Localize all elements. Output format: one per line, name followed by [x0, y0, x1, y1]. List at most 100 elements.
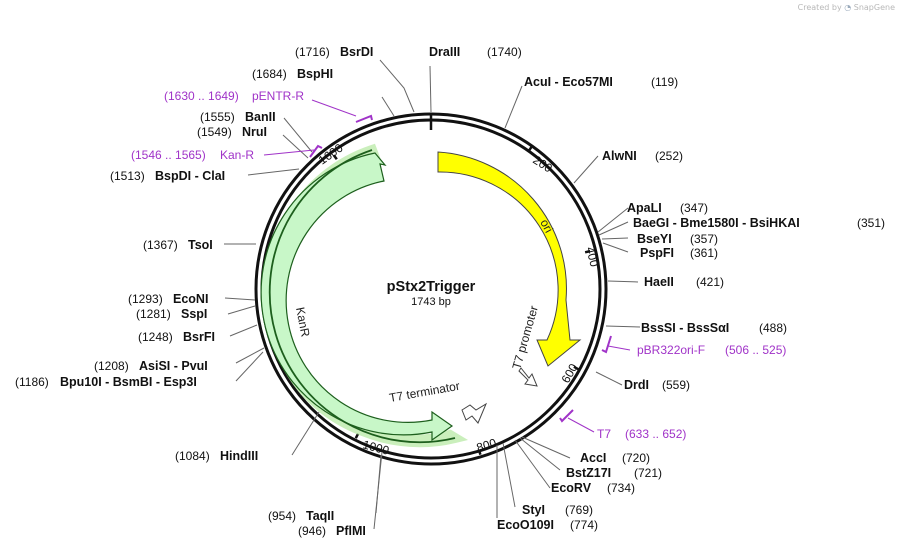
- site-ecorv: EcoRV (734): [551, 481, 635, 495]
- map-text: (1555): [200, 110, 235, 124]
- site-bsphi: (1684)BspHI: [252, 67, 333, 81]
- site-pflmi: (946)PflMI: [298, 524, 366, 538]
- site-hindiii: (1084) HindIII: [175, 449, 258, 463]
- site-banii: (1555) BanII: [200, 110, 276, 124]
- site-tsoi: (1367)TsoI: [143, 238, 213, 252]
- plasmid-name: pStx2Trigger: [387, 279, 476, 295]
- map-text: (1208): [94, 359, 129, 373]
- site-alwni: AlwNI(252): [602, 149, 683, 163]
- site-apali: ApaLI(347): [627, 201, 708, 215]
- primer-pbr322ori-f: pBR322ori-F (506 .. 525): [637, 343, 786, 357]
- site-baegi: BaeGI - Bme1580I - BsiHKAI (351): [633, 216, 885, 230]
- map-text: (1549): [197, 125, 232, 139]
- map-text: (1716): [295, 45, 330, 59]
- map-text: (1630 .. 1649): [164, 89, 239, 103]
- site-asisi: (1208) AsiSI - PvuI: [94, 359, 208, 373]
- site-bspdi: (1513) BspDI - ClaI: [110, 169, 225, 183]
- map-text: (559): [662, 378, 690, 392]
- map-text: (361): [690, 246, 718, 260]
- map-text: (1513): [110, 169, 145, 183]
- map-text: (119): [651, 75, 678, 89]
- site-acui: AcuI - Eco57MI (119): [524, 75, 678, 89]
- primer-t7: T7 (633 .. 652): [597, 427, 686, 441]
- map-text: DraIII: [429, 45, 460, 59]
- t7-terminator-arrow[interactable]: [461, 402, 488, 424]
- map-text: (1084): [175, 449, 210, 463]
- map-text: HaeII: [644, 275, 674, 289]
- map-text: BspHI: [297, 67, 333, 81]
- site-eco0109i: EcoO109I(774): [497, 518, 598, 532]
- primer-leaders: [263, 99, 631, 433]
- ori-label: ori: [537, 217, 556, 235]
- site-bpu10i: (1186) Bpu10I - BsmBI - Esp3I: [15, 375, 197, 389]
- t7-promoter-arrow[interactable]: [518, 367, 538, 387]
- map-text: BseYI: [637, 232, 672, 246]
- kanr-outer-strand: [268, 149, 456, 444]
- site-haeii: HaeII (421): [644, 275, 724, 289]
- site-sspi: (1281) SspI: [136, 307, 207, 321]
- map-text: HindIII: [220, 449, 258, 463]
- t7-terminator-label: T7 terminator: [388, 379, 461, 405]
- map-text: (1186): [15, 375, 49, 389]
- map-text: AsiSI - PvuI: [139, 359, 208, 373]
- snapgene-watermark: Created by ◔ SnapGene: [797, 3, 895, 12]
- primer-penr-r: (1630 .. 1649)pENTR-R: [164, 89, 304, 103]
- map-text: StyI: [522, 503, 545, 517]
- map-text: ApaLI: [627, 201, 662, 215]
- map-text: TaqII: [306, 509, 334, 523]
- map-text: pBR322ori-F: [637, 343, 705, 357]
- site-nrui: (1549)NruI: [197, 125, 267, 139]
- map-text: PspFI: [640, 246, 674, 260]
- map-text: (1546 .. 1565): [131, 148, 206, 162]
- map-text: BspDI - ClaI: [155, 169, 225, 183]
- map-text: (1367): [143, 238, 178, 252]
- site-bstz17i: BstZ17I (721): [566, 466, 662, 480]
- site-bsssi: BssSI - BssSαI(488): [641, 321, 787, 335]
- map-text: (721): [634, 466, 662, 480]
- plasmid-length: 1743 bp: [411, 296, 451, 308]
- map-text: (1248): [138, 330, 173, 344]
- map-text: AcuI - Eco57MI: [524, 75, 613, 89]
- tick-label: 800: [475, 436, 499, 455]
- kanr-feature-arrow[interactable]: [260, 152, 454, 442]
- map-text: AlwNI: [602, 149, 637, 163]
- map-text: (506 .. 525): [725, 343, 786, 357]
- map-text: (351): [857, 216, 885, 230]
- t7-promoter-label: T7 promoter: [509, 304, 540, 371]
- primer-marks: [309, 114, 612, 423]
- map-text: (1740): [487, 45, 522, 59]
- map-text: SspI: [181, 307, 207, 321]
- snapgene-logo-icon: ◔: [844, 3, 852, 12]
- site-labels: DraIII(1740) (1716)BsrDI (1684)BspHI Acu…: [15, 45, 885, 538]
- primer-kan-r-mark: [309, 144, 323, 158]
- map-text: DrdI: [624, 378, 649, 392]
- primer-kan-r: (1546 .. 1565)Kan-R: [131, 148, 254, 162]
- site-acci: AccI(720): [580, 451, 650, 465]
- map-text: AccI: [580, 451, 606, 465]
- map-text: (954): [268, 509, 296, 523]
- map-text: (734): [607, 481, 635, 495]
- primer-t7-mark: [559, 409, 574, 423]
- map-text: T7: [597, 427, 611, 441]
- map-text: BanII: [245, 110, 276, 124]
- map-text: (421): [696, 275, 724, 289]
- map-text: (633 .. 652): [625, 427, 686, 441]
- map-text: EcoNI: [173, 292, 208, 306]
- primer-pbr322ori-f-mark: [601, 335, 612, 354]
- primer-penr-r-mark: [355, 114, 373, 123]
- map-text: (1293): [128, 292, 163, 306]
- map-text: EcoRV: [551, 481, 592, 495]
- map-text: BstZ17I: [566, 466, 611, 480]
- map-text: BaeGI - Bme1580I - BsiHKAI: [633, 216, 800, 230]
- tick-label: 600: [558, 361, 580, 386]
- map-text: Bpu10I - BsmBI - Esp3I: [60, 375, 197, 389]
- site-bseyi: BseYI(357): [637, 232, 718, 246]
- map-text: PflMI: [336, 524, 366, 538]
- map-text: (1281): [136, 307, 171, 321]
- primer-labels: (1630 .. 1649)pENTR-R (1546 .. 1565)Kan-…: [131, 89, 786, 441]
- tick-label: 400: [583, 245, 602, 268]
- map-text: (488): [759, 321, 787, 335]
- map-text: BsrFI: [183, 330, 215, 344]
- ori-feature-arrow[interactable]: [437, 151, 582, 367]
- kanr-label: KanR: [293, 306, 313, 338]
